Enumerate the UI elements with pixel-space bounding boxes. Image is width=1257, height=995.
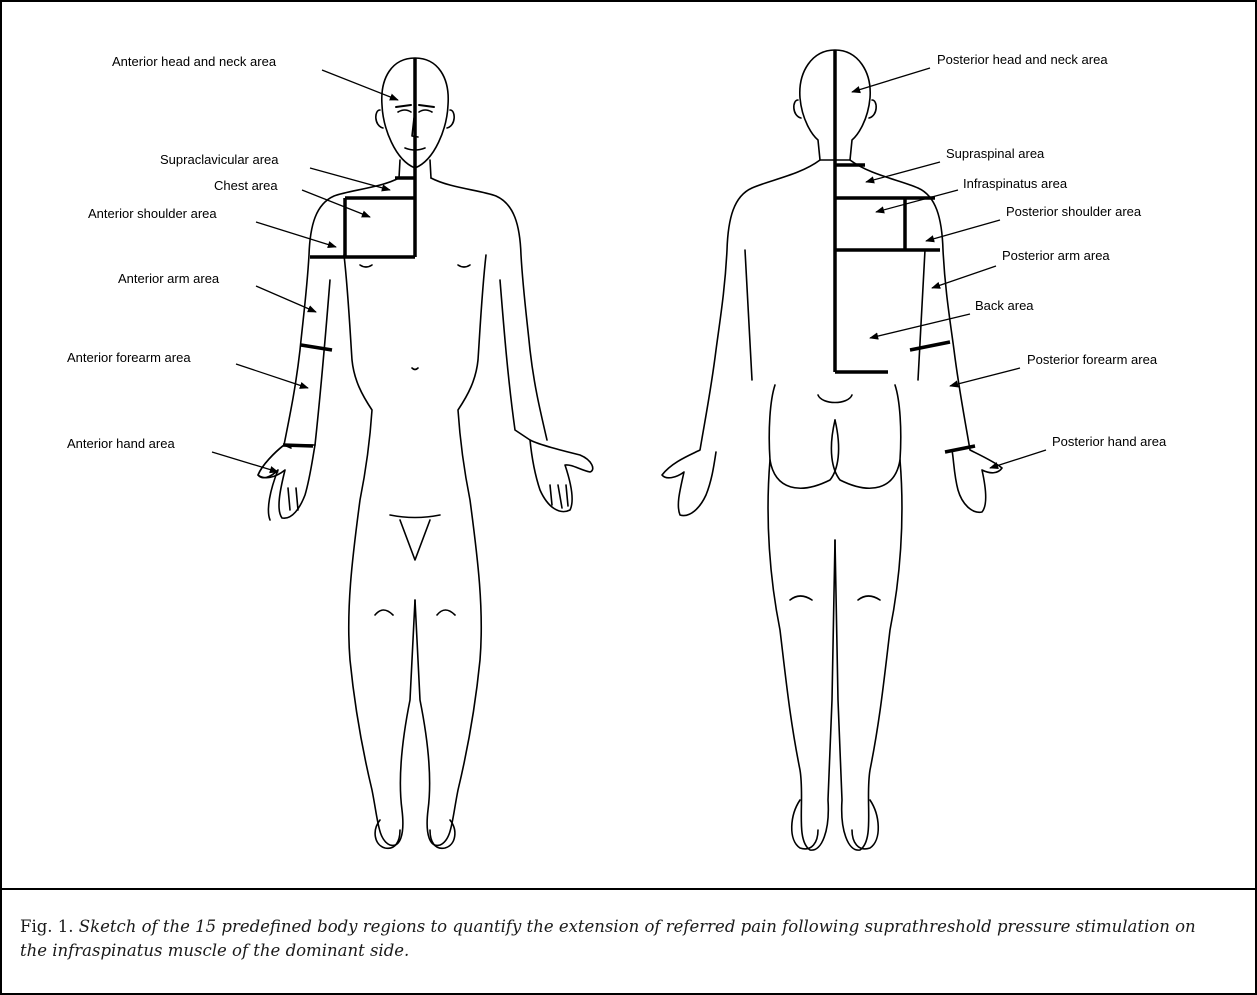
posterior-arrows [852,68,1046,468]
label-posterior-head-neck: Posterior head and neck area [937,52,1108,67]
anterior-body-figure [258,58,593,848]
label-anterior-arm: Anterior arm area [118,271,220,286]
arrow-supraspinal [866,162,940,182]
label-anterior-hand: Anterior hand area [67,436,175,451]
anterior-arrows [212,70,398,472]
label-anterior-shoulder: Anterior shoulder area [88,206,217,221]
posterior-region-lines [835,50,975,452]
label-posterior-arm: Posterior arm area [1002,248,1110,263]
arrow-infraspinatus [876,190,958,212]
label-anterior-forearm: Anterior forearm area [67,350,191,365]
label-supraspinal: Supraspinal area [946,146,1045,161]
label-chest: Chest area [214,178,278,193]
posterior-labels: Posterior head and neck area Supraspinal… [937,52,1167,449]
arrow-posterior-hand [990,450,1046,468]
label-back: Back area [975,298,1034,313]
arrow-posterior-arm [932,266,996,288]
arrow-chest [302,190,370,217]
label-posterior-hand: Posterior hand area [1052,434,1167,449]
arrow-anterior-hand [212,452,278,472]
label-posterior-shoulder: Posterior shoulder area [1006,204,1142,219]
caption-text: Sketch of the 15 predefined body regions… [20,917,1196,960]
figure-caption: Fig. 1. Sketch of the 15 predefined body… [20,915,1200,963]
arrow-supraclavicular [310,168,390,190]
label-infraspinatus: Infraspinatus area [963,176,1068,191]
body-region-sketch: Anterior head and neck area Supraclavicu… [0,0,1257,888]
anterior-region-lines [283,58,415,446]
caption-area: Fig. 1. Sketch of the 15 predefined body… [0,888,1257,995]
figure-number: Fig. 1. [20,917,74,936]
label-anterior-head-neck: Anterior head and neck area [112,54,277,69]
arrow-posterior-shoulder [926,220,1000,241]
label-supraclavicular: Supraclavicular area [160,152,279,167]
arrow-anterior-shoulder [256,222,336,247]
label-posterior-forearm: Posterior forearm area [1027,352,1158,367]
anterior-labels: Anterior head and neck area Supraclavicu… [67,54,279,451]
arrow-posterior-forearm [950,368,1020,386]
arrow-posterior-head-neck [852,68,930,92]
